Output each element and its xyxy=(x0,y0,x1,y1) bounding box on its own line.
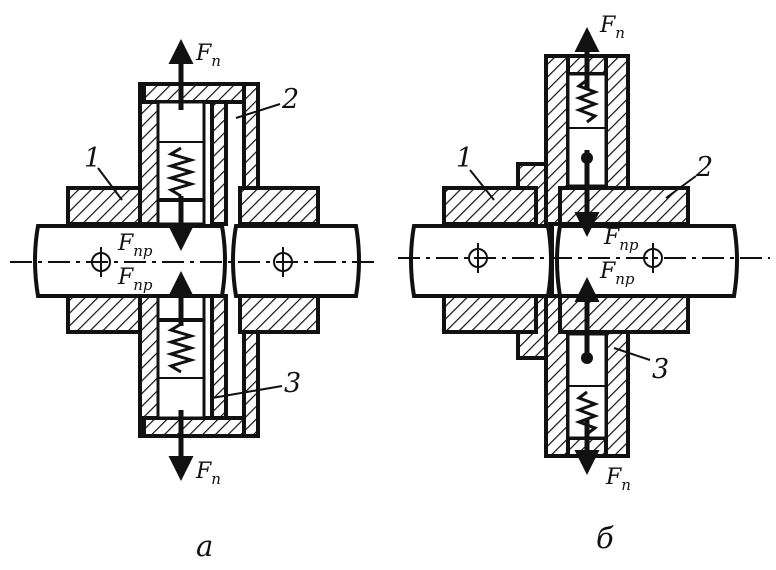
spring-upper-b xyxy=(574,78,600,124)
caption-a: a xyxy=(196,529,213,563)
label-2-a: 2 xyxy=(281,84,299,115)
joint-lower-b xyxy=(581,352,593,364)
shaft-left-b xyxy=(409,224,553,298)
diagram-a: 1 2 3 Fn Fn Fnp Fnp a xyxy=(10,39,380,563)
label-3-a: 3 xyxy=(284,368,301,399)
label-fnp-lower-b: Fnp xyxy=(599,259,635,288)
joint-upper-b xyxy=(581,152,593,164)
label-fn-top-b: Fn xyxy=(599,13,625,42)
shaft-right-b xyxy=(555,224,739,298)
spring-lower-a xyxy=(165,322,197,374)
label-fnp-upper-b: Fnp xyxy=(603,225,639,254)
hub-right-b xyxy=(544,54,690,458)
diagram-b: 1 2 3 Fn Fn Fnp Fnp б xyxy=(398,13,770,555)
label-1-b: 1 xyxy=(456,143,473,174)
caption-b: б xyxy=(596,521,614,555)
label-fn-top-a: Fn xyxy=(195,41,221,70)
spring-upper-a xyxy=(165,146,197,198)
label-fnp-upper-a: Fnp xyxy=(117,231,153,260)
label-fn-bottom-a: Fn xyxy=(195,459,221,488)
label-1-a: 1 xyxy=(84,143,101,174)
label-3-b: 3 xyxy=(652,354,669,385)
label-2-b: 2 xyxy=(695,152,713,183)
spring-lower-b xyxy=(574,390,600,436)
hub-left-b xyxy=(442,162,554,360)
label-fnp-lower-a: Fnp xyxy=(117,265,153,294)
label-fn-bottom-b: Fn xyxy=(605,465,631,494)
